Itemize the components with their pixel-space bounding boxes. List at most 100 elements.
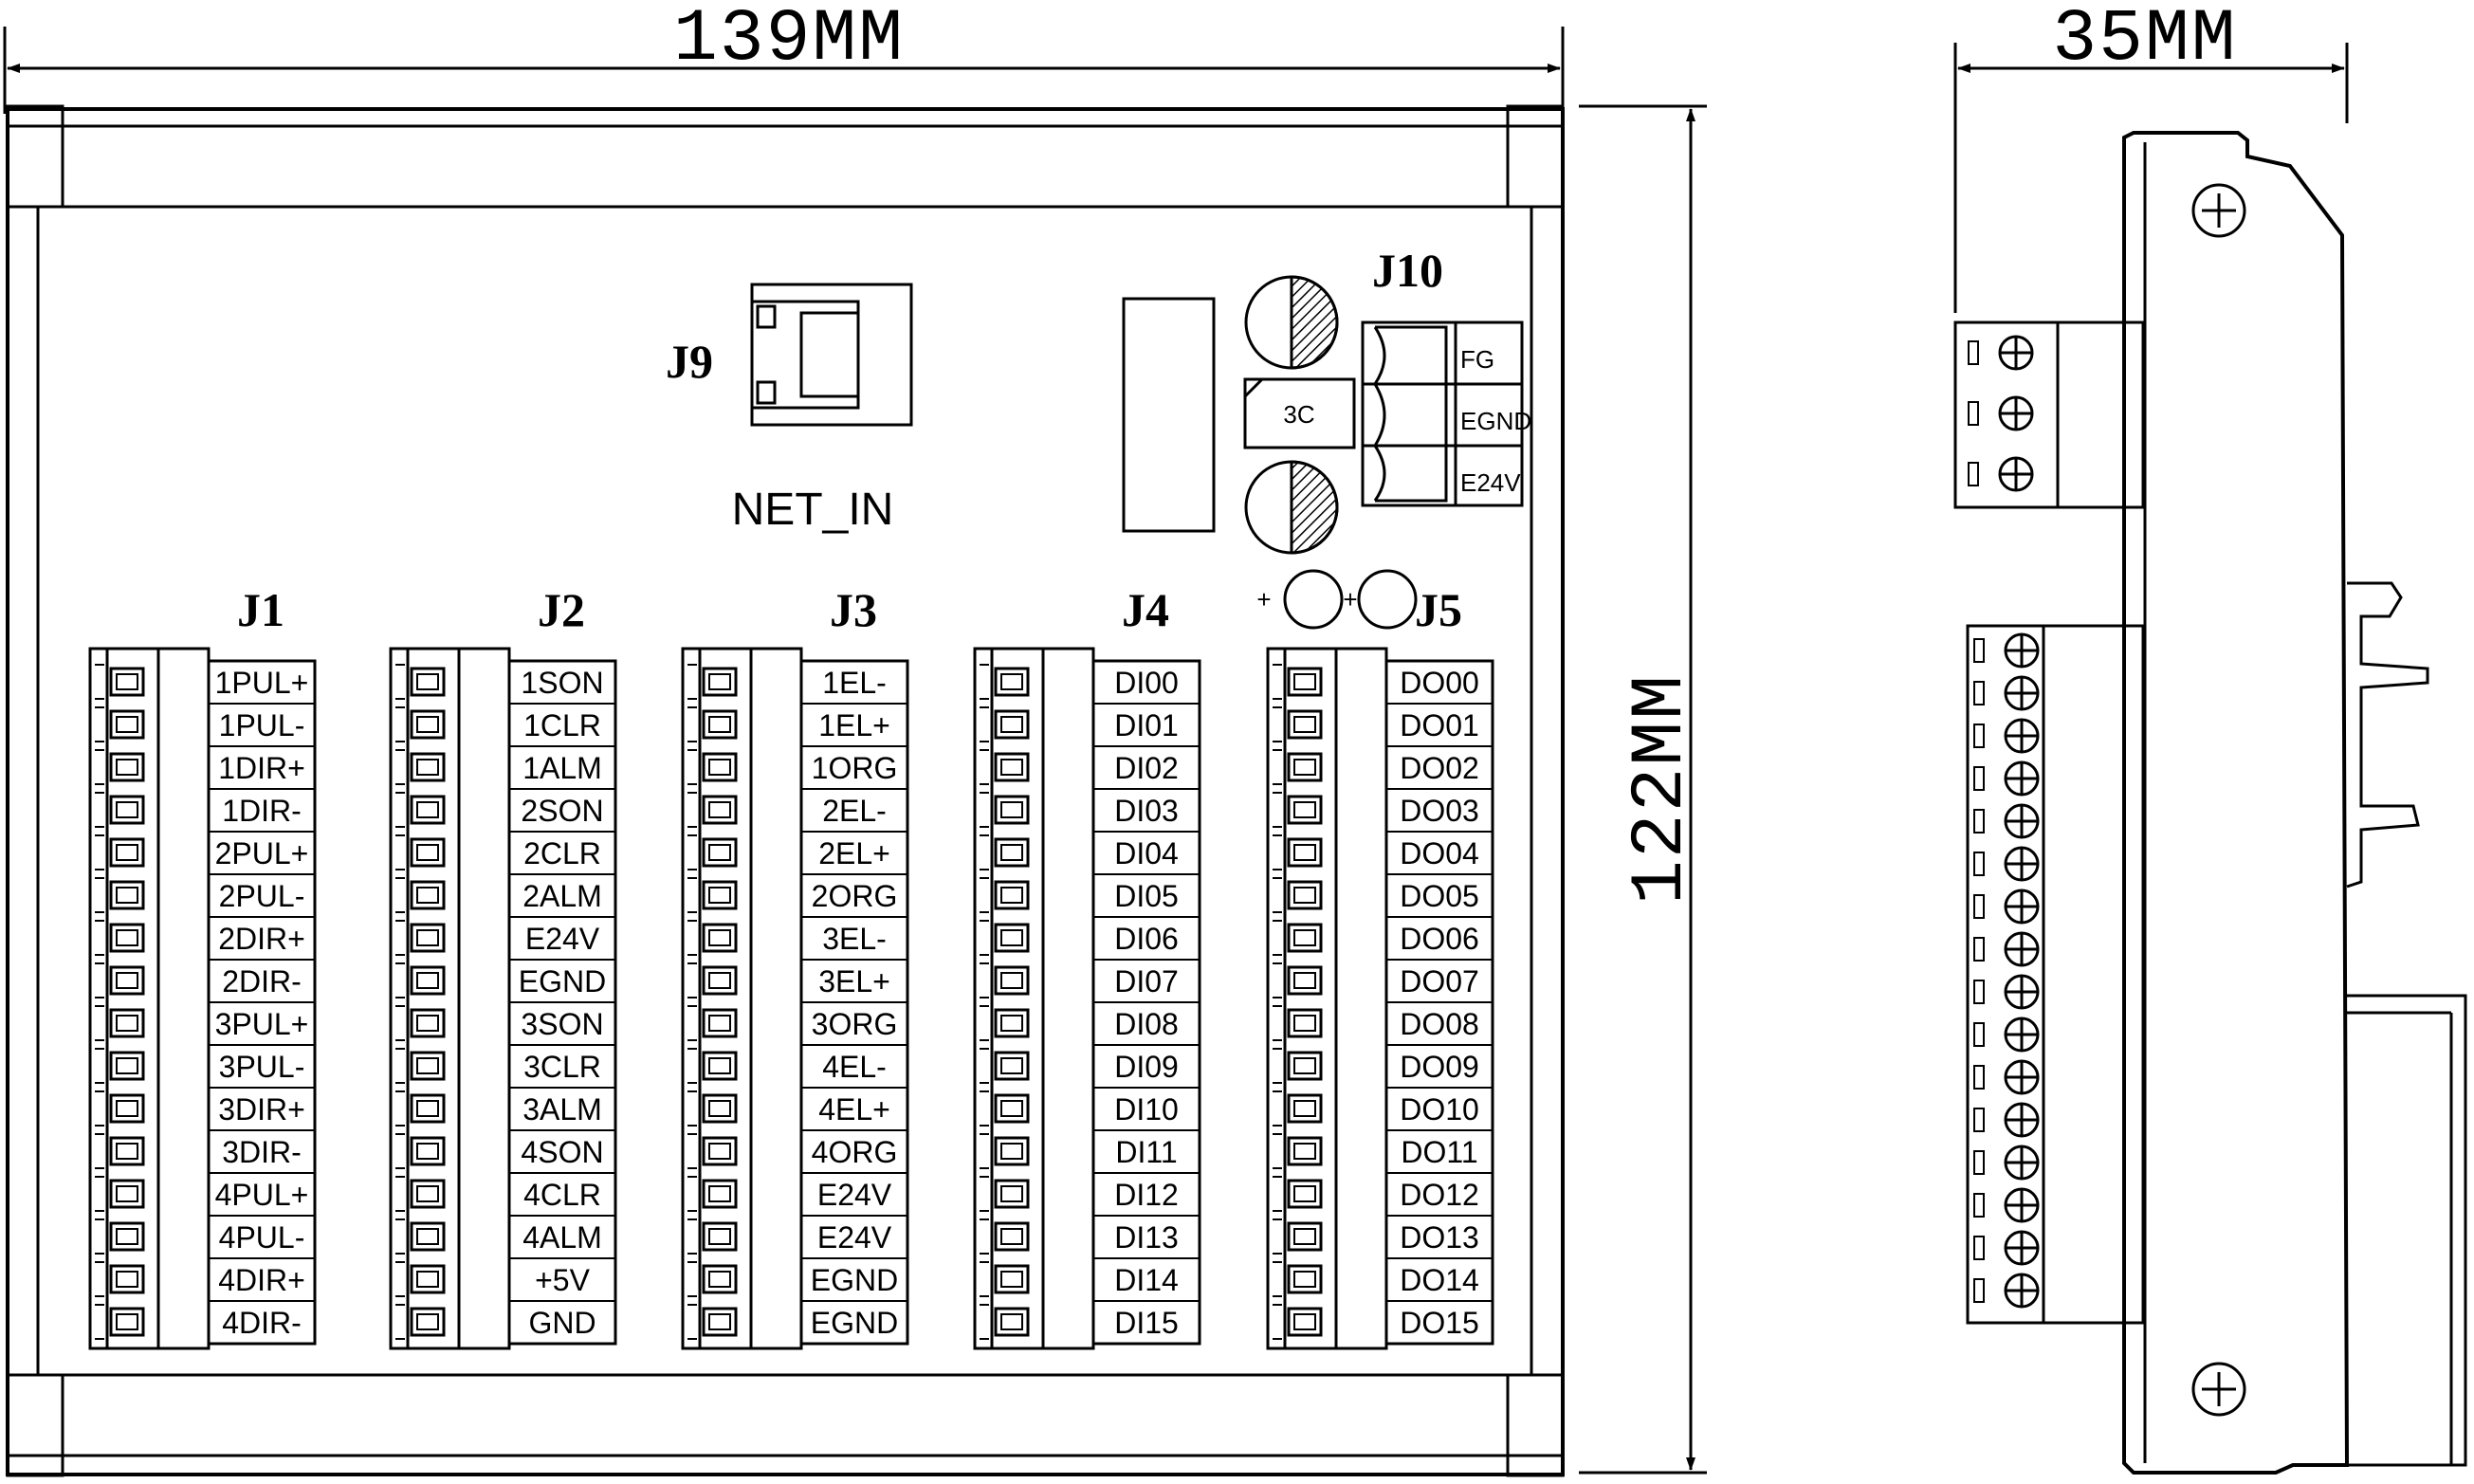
terminal-pin-label: E24V bbox=[817, 1178, 892, 1212]
led-plus-1: + bbox=[1256, 585, 1271, 614]
terminal-pin-label: 3PUL+ bbox=[215, 1007, 309, 1041]
terminal-pin-label: EGND bbox=[519, 964, 606, 998]
terminal-pin-label: 2PUL+ bbox=[215, 836, 309, 870]
inductor-label: 3C bbox=[1283, 400, 1314, 429]
j9-caption: NET_IN bbox=[732, 485, 894, 535]
terminal-pin-label: DI11 bbox=[1115, 1135, 1177, 1169]
terminal-pin-label: 1PUL+ bbox=[215, 666, 309, 700]
terminal-pin-label: 1SON bbox=[521, 666, 603, 700]
terminal-pin-label: DI06 bbox=[1114, 922, 1179, 956]
terminal-pin-label: 3EL+ bbox=[818, 964, 890, 998]
terminal-block-j4: J4DI00DI01DI02DI03DI04DI05DI06DI07DI08DI… bbox=[973, 583, 1201, 1350]
terminal-pin-label: DO01 bbox=[1400, 708, 1479, 742]
j9-ethernet-port: J9 NET_IN bbox=[666, 283, 913, 535]
terminal-block-title: J3 bbox=[830, 583, 877, 636]
terminal-pin-label: 2ALM bbox=[522, 879, 602, 913]
terminal-pin-label: 3CLR bbox=[523, 1050, 601, 1084]
terminal-block-j3: J31EL-1EL+1ORG2EL-2EL+2ORG3EL-3EL+3ORG4E… bbox=[681, 583, 909, 1350]
terminal-pin-label: 3DIR- bbox=[222, 1135, 302, 1169]
j9-title: J9 bbox=[666, 335, 713, 388]
terminal-pin-label: DI12 bbox=[1114, 1178, 1179, 1212]
terminal-pin-label: DO07 bbox=[1400, 964, 1479, 998]
terminal-pin-label: DO13 bbox=[1400, 1220, 1479, 1255]
screw-slot bbox=[1973, 1150, 1985, 1175]
terminal-pin-label: 4DIR- bbox=[222, 1306, 302, 1340]
terminal-pin-label: 1CLR bbox=[523, 708, 601, 742]
screw-slot bbox=[1973, 681, 1985, 705]
screw-slot bbox=[1973, 1236, 1985, 1260]
j10-pin-label: E24V bbox=[1460, 468, 1521, 497]
terminal-pin-label: DI15 bbox=[1114, 1306, 1179, 1340]
j10-pin-label: FG bbox=[1460, 345, 1494, 374]
terminal-pin-label: EGND bbox=[811, 1306, 898, 1340]
height-dimension-label: 122MM bbox=[1620, 673, 1703, 905]
terminal-pin-label: 1ORG bbox=[812, 751, 898, 785]
terminal-pin-label: DI14 bbox=[1114, 1263, 1179, 1297]
terminal-pin-label: 2EL+ bbox=[818, 836, 890, 870]
terminal-pin-label: 1DIR+ bbox=[218, 751, 305, 785]
terminal-pin-label: DO14 bbox=[1400, 1263, 1479, 1297]
terminal-pin-label: EGND bbox=[811, 1263, 898, 1297]
screw-slot bbox=[1973, 766, 1985, 791]
led-plus-2: + bbox=[1343, 585, 1357, 614]
terminal-pin-label: 2DIR+ bbox=[218, 922, 305, 956]
terminal-pin-label: DO12 bbox=[1400, 1178, 1479, 1212]
terminal-pin-label: 4PUL- bbox=[219, 1220, 305, 1255]
terminal-pin-label: DI05 bbox=[1114, 879, 1179, 913]
terminal-pin-label: DO04 bbox=[1400, 836, 1479, 870]
depth-dimension: 35MM bbox=[1953, 0, 2349, 313]
terminal-pin-label: DI03 bbox=[1114, 794, 1179, 828]
terminal-pin-label: 4SON bbox=[521, 1135, 603, 1169]
j10-pin-label: EGND bbox=[1460, 407, 1531, 435]
terminal-pin-label: 1DIR- bbox=[222, 794, 302, 828]
terminal-pin-label: 1ALM bbox=[522, 751, 602, 785]
screw-slot bbox=[1973, 1193, 1985, 1218]
width-dimension-label: 139MM bbox=[673, 0, 905, 82]
terminal-block-j2: J21SON1CLR1ALM2SON2CLR2ALME24VEGND3SON3C… bbox=[389, 583, 617, 1350]
terminal-block-title: J1 bbox=[237, 583, 284, 636]
terminal-pin-label: DO06 bbox=[1400, 922, 1479, 956]
terminal-pin-label: E24V bbox=[817, 1220, 892, 1255]
screw-slot bbox=[1973, 1108, 1985, 1132]
terminal-pin-label: DI13 bbox=[1114, 1220, 1179, 1255]
terminal-pin-label: 4PUL+ bbox=[215, 1178, 309, 1212]
terminal-block-title: J5 bbox=[1415, 583, 1462, 636]
terminal-pin-label: DI09 bbox=[1114, 1050, 1179, 1084]
terminal-pin-label: 4ORG bbox=[812, 1135, 898, 1169]
terminal-pin-label: DI07 bbox=[1114, 964, 1179, 998]
terminal-pin-label: 2PUL- bbox=[219, 879, 305, 913]
terminal-block-title: J4 bbox=[1122, 583, 1169, 636]
screw-slot bbox=[1968, 462, 1979, 486]
terminal-pin-label: 3EL- bbox=[822, 922, 887, 956]
terminal-pin-label: E24V bbox=[525, 922, 600, 956]
screw-slot bbox=[1973, 894, 1985, 919]
terminal-pin-label: DO08 bbox=[1400, 1007, 1479, 1041]
terminal-pin-label: 2ORG bbox=[812, 879, 898, 913]
screw-slot bbox=[1973, 1278, 1985, 1303]
terminal-block-j1: J1 1PUL+ 1PUL- 1DIR+ 1DIR- 2PUL+ 2PUL- 2DIR+ 2DI… bbox=[88, 583, 317, 1350]
screw-slot bbox=[1973, 1065, 1985, 1090]
terminal-pin-label: DI02 bbox=[1114, 751, 1179, 785]
height-dimension: 122MM bbox=[1579, 104, 1707, 1475]
terminal-pin-label: 4EL+ bbox=[818, 1092, 890, 1127]
terminal-pin-label: DO05 bbox=[1400, 879, 1479, 913]
screw-slot bbox=[1968, 340, 1979, 365]
terminal-pin-label: 1PUL- bbox=[219, 708, 305, 742]
width-dimension: 139MM bbox=[3, 0, 1565, 114]
terminal-pin-label: 2EL- bbox=[822, 794, 887, 828]
terminal-pin-label: DO03 bbox=[1400, 794, 1479, 828]
terminal-pin-label: 1EL- bbox=[822, 666, 887, 700]
terminal-pin-label: DO09 bbox=[1400, 1050, 1479, 1084]
screw-slot bbox=[1973, 638, 1985, 663]
terminal-pin-label: 2SON bbox=[521, 794, 603, 828]
terminal-pin-label: DO15 bbox=[1400, 1306, 1479, 1340]
terminal-pin-label: DO00 bbox=[1400, 666, 1479, 700]
power-section: 3C + + bbox=[1122, 275, 1418, 630]
terminal-pin-label: DO10 bbox=[1400, 1092, 1479, 1127]
screw-slot bbox=[1973, 937, 1985, 962]
terminal-pin-label: 4ALM bbox=[522, 1220, 602, 1255]
terminal-pin-label: 2DIR- bbox=[222, 964, 302, 998]
terminal-pin-label: DO11 bbox=[1401, 1135, 1477, 1169]
